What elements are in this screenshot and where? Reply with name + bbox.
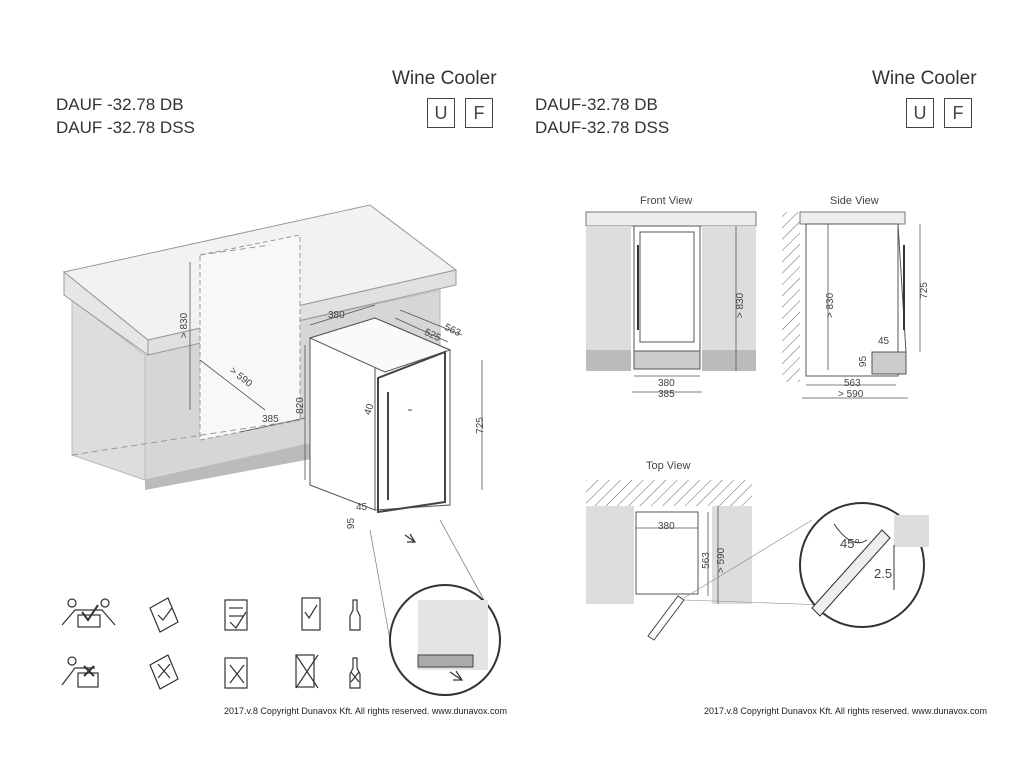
side-dim-830: > 830	[825, 292, 837, 319]
option-u-box: U	[427, 98, 455, 128]
appliance-top	[308, 317, 452, 373]
side-dim-95: 95	[858, 355, 870, 368]
top-view	[586, 480, 929, 641]
option-u-box: U	[906, 98, 934, 128]
detail-grille	[417, 654, 474, 668]
side-view-title: Side View	[830, 195, 879, 207]
product-title: Wine Cooler	[872, 68, 977, 89]
dim-height-830: > 830	[179, 312, 191, 339]
top-dim-380: 380	[658, 521, 675, 532]
manual-ok-icon	[149, 597, 179, 633]
model-name-1: DAUF-32.78 DB	[535, 95, 658, 114]
bottle-ok-icon	[349, 599, 361, 631]
option-f-box: F	[944, 98, 972, 128]
cabinet-doc-ok-icon	[224, 599, 248, 631]
dim-width-380: 380	[328, 310, 345, 321]
hinge-gap-2-5: 2.5	[874, 566, 893, 581]
appliance-ok-icon	[301, 597, 321, 631]
niche-outline	[199, 234, 301, 441]
dim-height-820: 820	[294, 397, 306, 414]
front-dim-385: 385	[658, 389, 675, 400]
front-view	[585, 211, 757, 393]
left-page: Wine Cooler DAUF -32.78 DB DAUF -32.78 D…	[56, 68, 507, 716]
technical-views-drawing	[585, 211, 929, 641]
manual-no-icon	[149, 654, 179, 690]
side-dim-563: 563	[844, 378, 861, 389]
copyright-note: 2017.v.8 Copyright Dunavox Kft. All righ…	[224, 706, 507, 716]
side-dim-45: 45	[878, 336, 890, 347]
right-page: Wine Cooler DAUF-32.78 DB DAUF-32.78 DSS…	[512, 0, 1024, 768]
model-name-2: DAUF -32.78 DSS	[56, 118, 195, 137]
copyright-note: 2017.v.8 Copyright Dunavox Kft. All righ…	[704, 706, 987, 716]
option-f-box: F	[465, 98, 493, 128]
installation-perspective-drawing	[61, 204, 501, 696]
front-dim-380: 380	[658, 378, 675, 389]
single-person-carry-no-icon	[61, 656, 99, 688]
side-dim-590: > 590	[838, 389, 864, 400]
cabinet-doc-no-icon	[224, 657, 248, 689]
two-person-carry-icon	[61, 598, 116, 628]
hinge-angle-45: 45°	[840, 536, 860, 551]
appliance-door	[377, 350, 446, 514]
model-name-1: DAUF -32.78 DB	[56, 95, 184, 114]
top-view-title: Top View	[646, 460, 691, 472]
dim-width-385: 385	[262, 414, 279, 425]
top-dim-590: > 590	[716, 547, 728, 574]
dim-plinth-95: 95	[346, 517, 358, 530]
dim-plinth-45: 45	[356, 502, 368, 513]
appliance-no-icon	[295, 654, 319, 689]
bottle-no-icon	[349, 657, 361, 689]
model-name-2: DAUF-32.78 DSS	[535, 118, 670, 137]
front-dim-830: > 830	[735, 292, 747, 319]
top-dim-563: 563	[700, 552, 712, 569]
side-view	[782, 211, 921, 399]
front-view-title: Front View	[640, 195, 693, 207]
product-title: Wine Cooler	[392, 68, 497, 89]
side-dim-725: 725	[918, 282, 930, 299]
dim-height-725: 725	[474, 417, 486, 434]
